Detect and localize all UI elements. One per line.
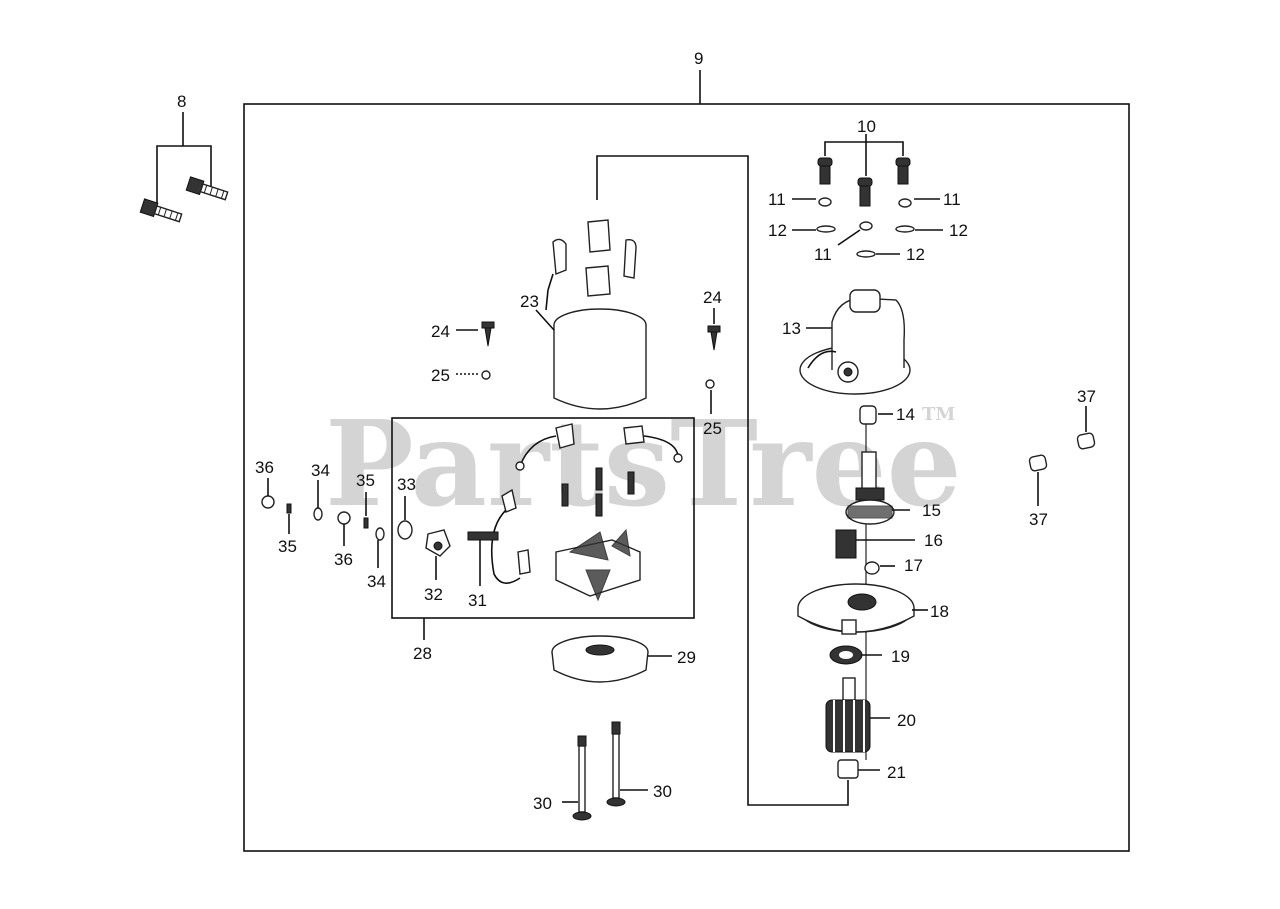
callout-12: 12 [906, 245, 925, 264]
callout-30: 30 [533, 794, 552, 813]
part-brush-assembly [490, 423, 683, 602]
part-21-bushing [837, 759, 880, 779]
callout-19: 19 [891, 647, 910, 666]
callout-33: 33 [397, 475, 416, 494]
part-19-bearing [829, 645, 882, 665]
callout-20: 20 [897, 711, 916, 730]
callout-32: 32 [424, 585, 443, 604]
callout-8: 8 [177, 92, 186, 111]
callout-9: 9 [694, 49, 703, 68]
part-13-drive-housing [799, 289, 911, 395]
callout-labels: 8 9 10 11 11 11 12 12 12 13 14 15 16 17 … [177, 49, 1096, 813]
callout-11: 11 [814, 245, 832, 264]
part-16-idler-gear [835, 529, 915, 559]
callout-14: 14 [896, 405, 915, 424]
part-25-nuts [456, 370, 715, 414]
part-18-gear-housing [797, 583, 928, 635]
callout-11: 11 [768, 190, 786, 209]
part-32-clip [425, 529, 451, 580]
callout-34: 34 [311, 461, 330, 480]
callout-10: 10 [857, 117, 876, 136]
callout-13: 13 [782, 319, 801, 338]
callout-37: 37 [1077, 387, 1096, 406]
callout-12: 12 [949, 221, 968, 240]
part-15-drive-gear [845, 451, 910, 525]
callout-29: 29 [677, 648, 696, 667]
part-17-thrust-washer [864, 561, 895, 575]
callout-23: 23 [520, 292, 539, 311]
part-11-washers [792, 197, 940, 246]
callout-21: 21 [887, 763, 906, 782]
part-23-magnets [545, 219, 637, 311]
assembly-path-line [596, 155, 849, 806]
callout-25: 25 [703, 419, 722, 438]
callout-24: 24 [431, 322, 450, 341]
part-33-washer [397, 496, 413, 540]
callout-37: 37 [1029, 510, 1048, 529]
part-8-bolts [139, 112, 229, 223]
watermark-trademark: TM [922, 404, 955, 425]
callout-18: 18 [930, 602, 949, 621]
callout-17: 17 [904, 556, 923, 575]
brush-holder-frame [391, 417, 695, 619]
callout-25: 25 [431, 366, 450, 385]
part-frame-cylinder [535, 308, 647, 410]
assembly-frame [243, 103, 1130, 852]
part-37-pins [1028, 406, 1096, 506]
part-12-lockwashers [792, 225, 943, 258]
part-20-armature [825, 677, 890, 753]
callout-15: 15 [922, 501, 941, 520]
callout-16: 16 [924, 531, 943, 550]
part-10-screws [817, 134, 911, 207]
callout-30: 30 [653, 782, 672, 801]
callout-36: 36 [334, 550, 353, 569]
callout-36: 36 [255, 458, 274, 477]
callout-34: 34 [367, 572, 386, 591]
callout-31: 31 [468, 591, 487, 610]
callout-35: 35 [356, 471, 375, 490]
callout-28: 28 [413, 644, 432, 663]
callout-35: 35 [278, 537, 297, 556]
part-34-35-36-hardware [261, 478, 385, 568]
callout-24: 24 [703, 288, 722, 307]
callout-11: 11 [943, 190, 961, 209]
callout-12: 12 [768, 221, 787, 240]
part-30-through-bolts [562, 721, 648, 821]
part-14-bushing [859, 405, 893, 425]
part-24-screws [456, 308, 721, 351]
part-29-end-cap [551, 635, 672, 683]
part-31-terminal-bolt [467, 531, 499, 586]
